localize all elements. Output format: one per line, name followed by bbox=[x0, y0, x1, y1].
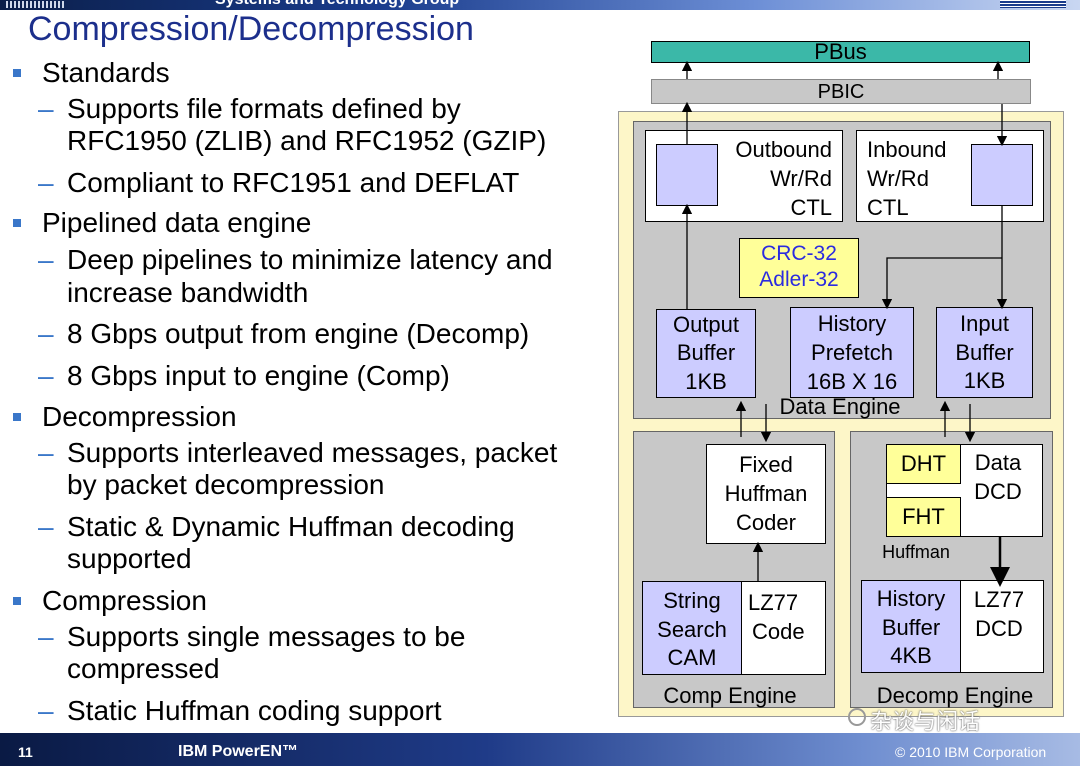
header-strip bbox=[0, 0, 1080, 10]
dht-box bbox=[886, 444, 961, 484]
history-buffer-label-3: 4KB bbox=[890, 643, 932, 668]
header-decoration bbox=[6, 1, 64, 8]
outbound-label-1: Outbound bbox=[735, 137, 832, 162]
lz77-dcd-label-1: LZ77 bbox=[973, 587, 1025, 612]
output-buffer-label-1: Output bbox=[672, 312, 740, 337]
copyright: © 2010 IBM Corporation bbox=[895, 744, 1047, 760]
pbic-bar bbox=[651, 79, 1031, 104]
inbound-label-3: CTL bbox=[867, 195, 909, 220]
chat-bubble-icon bbox=[848, 708, 866, 726]
string-search-box bbox=[642, 581, 742, 675]
bullet-square-icon bbox=[13, 597, 21, 605]
output-buffer-label-2: Buffer bbox=[676, 340, 736, 365]
fixed-huffman-label-3: Coder bbox=[736, 510, 796, 535]
page-number: 11 bbox=[18, 744, 33, 760]
dht-label: DHT bbox=[900, 451, 947, 476]
dash-icon: – bbox=[38, 621, 54, 652]
ibm-logo-icon bbox=[1000, 0, 1066, 8]
input-buffer-label-2: Buffer bbox=[955, 340, 1014, 365]
pbus-bar bbox=[651, 41, 1030, 63]
comp-engine-label: Comp Engine bbox=[663, 683, 797, 708]
output-buffer-box bbox=[656, 309, 756, 398]
dash-icon: – bbox=[38, 318, 54, 349]
inbound-label-1: Inbound bbox=[867, 137, 947, 162]
dash-icon: – bbox=[38, 360, 54, 391]
sub-bullet-line: Supports interleaved messages, packet bbox=[67, 437, 558, 468]
sub-bullet-line: Deep pipelines to minimize latency and bbox=[67, 244, 553, 275]
history-prefetch-label-1: History bbox=[817, 311, 887, 336]
sub-bullet-line: supported bbox=[67, 543, 192, 574]
input-buffer-box bbox=[936, 307, 1033, 398]
outbound-label-2: Wr/Rd bbox=[770, 166, 832, 191]
crc-box bbox=[739, 238, 859, 298]
history-prefetch-label-3: 16B X 16 bbox=[806, 369, 898, 394]
sub-bullet-line: Static Huffman coding support bbox=[67, 695, 442, 726]
fht-label: FHT bbox=[902, 504, 945, 529]
sub-bullet-line: 8 Gbps input to engine (Comp) bbox=[67, 360, 450, 391]
footer-bar bbox=[0, 733, 1080, 766]
crc-label-2: Adler-32 bbox=[759, 268, 839, 291]
bullet-compression: Compression bbox=[42, 585, 207, 616]
bullet-pipelined: Pipelined data engine bbox=[42, 207, 312, 238]
group-name: Systems and Technology Group bbox=[215, 0, 459, 9]
output-buffer-label-3: 1KB bbox=[685, 369, 727, 394]
string-search-label-3: CAM bbox=[667, 645, 717, 670]
lz77-code-label-1: LZ77 bbox=[748, 590, 799, 615]
dash-icon: – bbox=[38, 167, 54, 198]
dash-icon: – bbox=[38, 437, 54, 468]
footer-product: IBM PowerEN™ bbox=[178, 743, 299, 760]
outbound-fifo bbox=[656, 144, 718, 206]
string-search-label-2: Search bbox=[657, 617, 727, 642]
crc-label-1: CRC-32 bbox=[761, 242, 837, 265]
bullet-square-icon bbox=[13, 219, 21, 227]
lz77-dcd-label-2: DCD bbox=[975, 616, 1023, 641]
watermark: 杂谈与闲话 bbox=[870, 709, 981, 734]
huffman-label: Huffman bbox=[882, 542, 950, 562]
input-buffer-label-1: Input bbox=[960, 311, 1009, 336]
sub-bullet-line: 8 Gbps output from engine (Decomp) bbox=[67, 318, 530, 349]
dash-icon: – bbox=[38, 93, 54, 124]
history-buffer-label-1: History bbox=[876, 586, 946, 611]
sub-bullet-line: Static & Dynamic Huffman decoding bbox=[67, 511, 515, 542]
sub-bullet-line: Supports file formats defined by bbox=[67, 93, 461, 124]
history-prefetch-box bbox=[790, 307, 914, 398]
inbound-label-2: Wr/Rd bbox=[867, 166, 929, 191]
fht-box bbox=[886, 497, 961, 537]
decomp-engine-label: Decomp Engine bbox=[876, 683, 1034, 708]
data-engine-label: Data Engine bbox=[779, 394, 901, 419]
lz77-code-label-2: Code bbox=[752, 619, 805, 644]
dash-icon: – bbox=[38, 244, 54, 275]
fixed-huffman-label-2: Huffman bbox=[724, 481, 808, 506]
history-buffer-box bbox=[861, 580, 961, 673]
fixed-huffman-box bbox=[706, 444, 826, 544]
sub-bullet-line: Supports single messages to be bbox=[67, 621, 466, 652]
sub-bullet-line: compressed bbox=[67, 653, 220, 684]
bullet-square-icon bbox=[13, 69, 21, 77]
fixed-huffman-label-1: Fixed bbox=[739, 452, 793, 477]
pbic-label: PBIC bbox=[817, 81, 865, 103]
outbound-label-3: CTL bbox=[790, 195, 832, 220]
history-buffer-label-2: Buffer bbox=[881, 615, 941, 640]
sub-bullet-line: by packet decompression bbox=[67, 469, 385, 500]
dash-icon: – bbox=[38, 511, 54, 542]
sub-bullet-line: Compliant to RFC1951 and DEFLAT bbox=[67, 167, 520, 198]
bullet-decompression: Decompression bbox=[42, 401, 237, 432]
sub-bullet-line: RFC1950 (ZLIB) and RFC1952 (GZIP) bbox=[67, 125, 547, 156]
history-prefetch-label-2: Prefetch bbox=[811, 340, 893, 365]
dash-icon: – bbox=[38, 695, 54, 726]
data-dcd-label-1: Data bbox=[974, 450, 1022, 475]
pbus-label: PBus bbox=[814, 39, 867, 64]
data-dcd-label-2: DCD bbox=[974, 479, 1022, 504]
string-search-label-1: String bbox=[663, 588, 721, 613]
slide-title: Compression/Decompression bbox=[28, 10, 474, 48]
bullet-square-icon bbox=[13, 413, 21, 421]
input-buffer-label-3: 1KB bbox=[963, 368, 1006, 393]
sub-bullet-line: increase bandwidth bbox=[67, 277, 309, 308]
bullet-standards: Standards bbox=[42, 57, 170, 88]
